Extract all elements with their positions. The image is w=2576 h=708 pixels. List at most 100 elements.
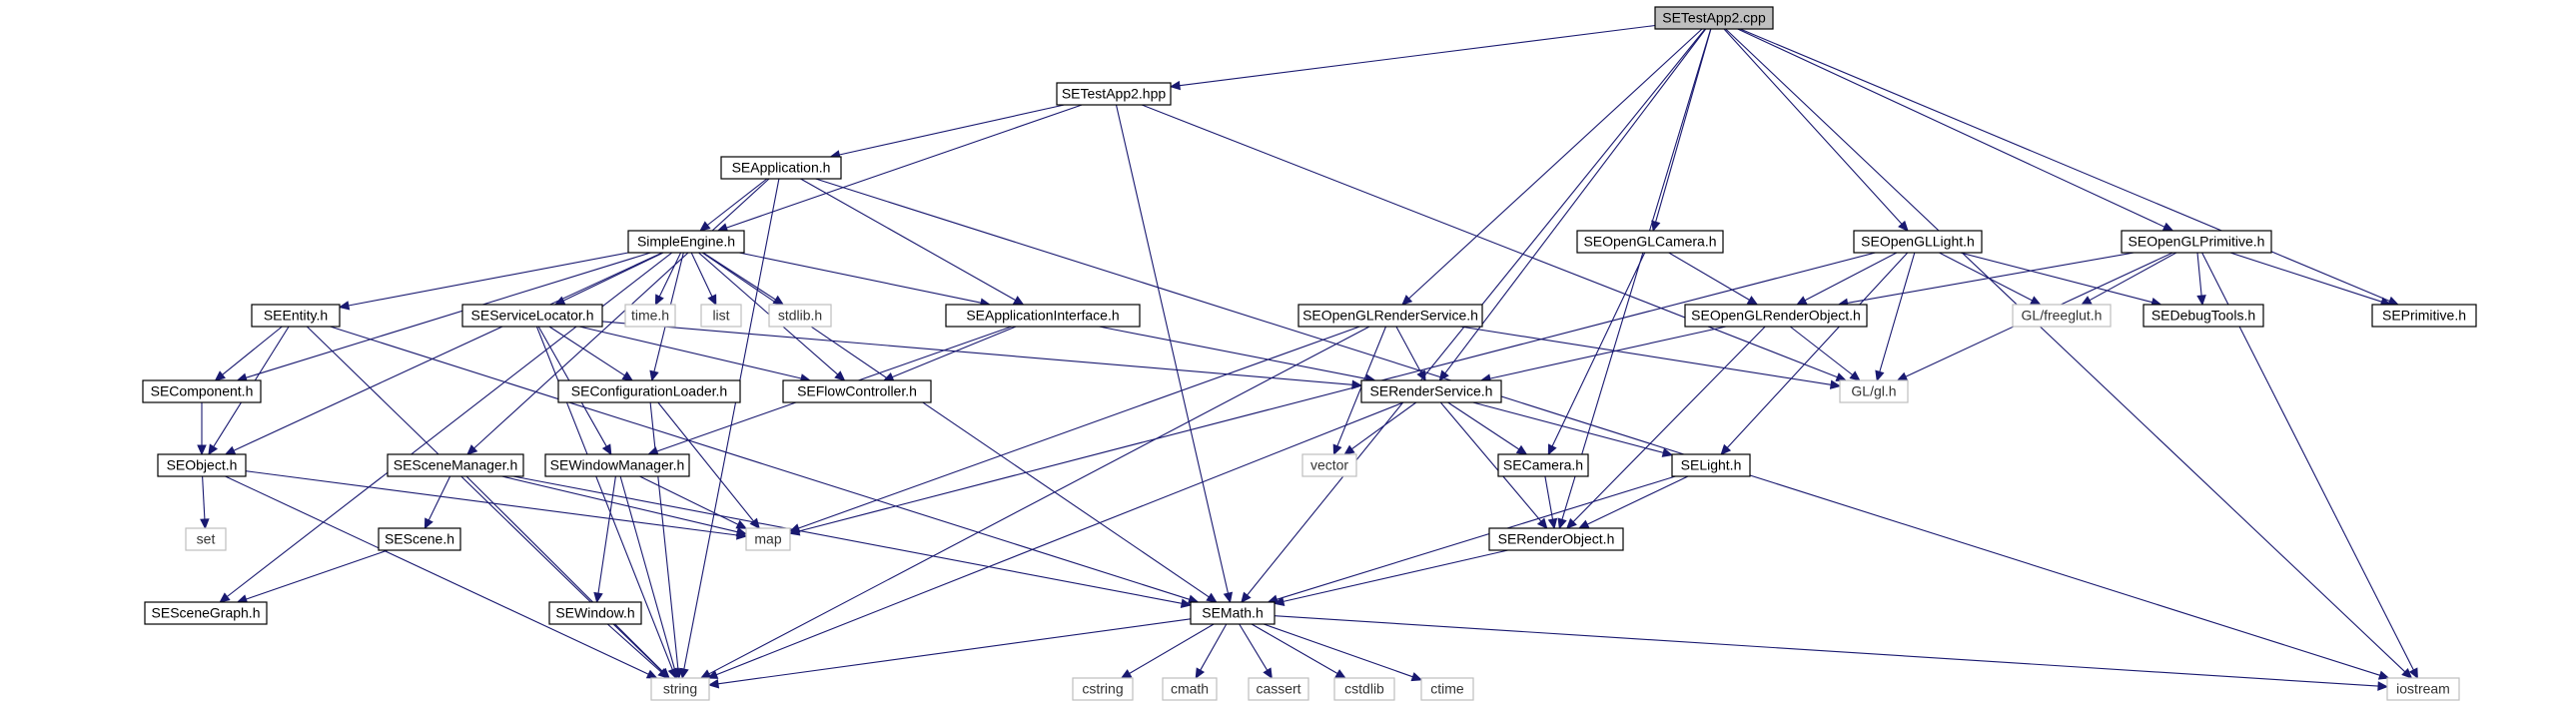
node-list: list xyxy=(700,304,742,328)
node-box xyxy=(1488,527,1624,551)
node-label: GL/freeglut.h xyxy=(2022,308,2103,324)
edge-seservicelocator-h-to-string xyxy=(535,326,677,680)
edge-semath-h-to-iostream xyxy=(1274,615,2389,691)
node-setestapp2-cpp[interactable]: SETestApp2.cpp xyxy=(1654,6,1774,30)
node-cmath: cmath xyxy=(1162,677,1218,701)
edge-arrowhead xyxy=(1180,598,1193,608)
node-sescenegraph-h[interactable]: SESceneGraph.h xyxy=(144,601,268,625)
edge-seapplication-h-to-simpleengine-h xyxy=(699,178,768,232)
edge-secamera-h-to-serenderobject-h xyxy=(1544,475,1558,530)
node-serenderservice-h[interactable]: SERenderService.h xyxy=(1360,379,1502,403)
edge-setestapp2-hpp-to-gl-gl-h xyxy=(1141,104,1848,381)
edge-line xyxy=(1277,475,1676,600)
node-box xyxy=(461,304,603,328)
edge-serenderobject-h-to-semath-h xyxy=(1273,549,1508,606)
node-box xyxy=(1360,379,1502,403)
edge-simpleengine-h-to-time-h xyxy=(654,252,682,307)
edge-line xyxy=(1395,326,1422,373)
node-sescene-h[interactable]: SEScene.h xyxy=(378,527,461,551)
edge-seopenglcamera-h-to-secamera-h xyxy=(1547,252,1646,456)
node-sewindowmanager-h[interactable]: SEWindowManager.h xyxy=(544,453,690,477)
node-selight-h[interactable]: SELight.h xyxy=(1671,453,1751,477)
node-seflowcontroller-h[interactable]: SEFlowController.h xyxy=(782,379,932,403)
node-seapplication-h[interactable]: SEApplication.h xyxy=(720,156,842,180)
node-seopenglcamera-h[interactable]: SEOpenGLCamera.h xyxy=(1576,230,1724,254)
node-box xyxy=(1853,230,1983,254)
edge-seopenglrenderservice-h-to-gl-gl-h xyxy=(1460,326,1842,389)
node-label: SESceneGraph.h xyxy=(152,605,261,621)
node-seopenglrenderobject-h[interactable]: SEOpenGLRenderObject.h xyxy=(1684,304,1868,328)
node-box xyxy=(720,156,842,180)
edge-line xyxy=(726,104,1083,229)
node-ctime: ctime xyxy=(1420,677,1474,701)
node-sescenemanager-h[interactable]: SESceneManager.h xyxy=(387,453,524,477)
edge-line xyxy=(225,475,649,675)
node-sedebugtools-h[interactable]: SEDebugTools.h xyxy=(2143,304,2264,328)
edge-arrowhead xyxy=(1401,295,1413,306)
node-box xyxy=(557,379,741,403)
edges-layer xyxy=(197,24,2418,691)
edge-sewindowmanager-h-to-map xyxy=(639,475,748,529)
edge-sewindowmanager-h-to-string xyxy=(619,475,679,680)
node-box xyxy=(2386,677,2460,701)
node-label: SEApplicationInterface.h xyxy=(966,308,1119,324)
node-serenderobject-h[interactable]: SERenderObject.h xyxy=(1488,527,1624,551)
edge-serenderservice-h-to-secamera-h xyxy=(1447,401,1528,455)
node-iostream: iostream xyxy=(2386,677,2460,701)
node-secomponent-h[interactable]: SEComponent.h xyxy=(142,379,262,403)
node-seapplicationinterface-h[interactable]: SEApplicationInterface.h xyxy=(945,304,1141,328)
node-seopengllight-h[interactable]: SEOpenGLLight.h xyxy=(1853,230,1983,254)
edge-line xyxy=(1115,104,1230,594)
edge-line xyxy=(800,178,1016,302)
node-label: SEScene.h xyxy=(385,531,454,547)
edge-line xyxy=(501,475,738,533)
node-box xyxy=(1333,677,1395,701)
node-semath-h[interactable]: SEMath.h xyxy=(1190,601,1276,625)
edge-arrowhead xyxy=(1343,444,1355,455)
node-simpleengine-h[interactable]: SimpleEngine.h xyxy=(627,230,745,254)
edge-arrowhead xyxy=(2377,681,2389,691)
node-seconfigurationloader-h[interactable]: SEConfigurationLoader.h xyxy=(557,379,741,403)
node-label: ctime xyxy=(1430,681,1464,697)
edge-simpleengine-h-to-list xyxy=(690,252,717,307)
node-box xyxy=(2121,230,2272,254)
node-label: SEOpenGLLight.h xyxy=(1861,234,1975,250)
node-seprimitive-h[interactable]: SEPrimitive.h xyxy=(2371,304,2477,328)
edge-line xyxy=(1804,252,1898,302)
edge-arrowhead xyxy=(1829,379,1842,389)
edge-line xyxy=(1847,252,2135,304)
node-sewindow-h[interactable]: SEWindow.h xyxy=(548,601,642,625)
edge-seservicelocator-h-to-seflowcontroller-h xyxy=(578,326,812,383)
node-box xyxy=(650,677,710,701)
edge-line xyxy=(1723,28,1903,225)
node-label: SEApplication.h xyxy=(732,160,831,176)
edge-line xyxy=(1351,401,1417,450)
node-box xyxy=(1072,677,1134,701)
node-secamera-h[interactable]: SECamera.h xyxy=(1497,453,1589,477)
node-setestapp2-hpp[interactable]: SETestApp2.hpp xyxy=(1056,82,1172,106)
edge-arrowhead xyxy=(749,517,760,529)
node-stdlib-h: stdlib.h xyxy=(768,304,832,328)
edge-line xyxy=(1439,401,1542,522)
edge-line xyxy=(1460,326,1832,385)
node-label: SEEntity.h xyxy=(264,308,328,324)
node-seopenglrenderservice-h[interactable]: SEOpenGLRenderService.h xyxy=(1297,304,1483,328)
node-seentity-h[interactable]: SEEntity.h xyxy=(251,304,341,328)
edge-line xyxy=(892,326,1017,378)
edge-line xyxy=(246,549,389,600)
node-seservicelocator-h[interactable]: SEServiceLocator.h xyxy=(461,304,603,328)
edge-seentity-h-to-secomponent-h xyxy=(214,326,283,381)
edge-arrowhead xyxy=(1169,80,1181,91)
node-seobject-h[interactable]: SEObject.h xyxy=(157,453,247,477)
node-seopenglprimitive-h[interactable]: SEOpenGLPrimitive.h xyxy=(2121,230,2272,254)
edge-seopenglrenderservice-h-to-map xyxy=(788,326,1360,533)
edge-secomponent-h-to-seobject-h xyxy=(197,402,207,456)
node-box xyxy=(251,304,341,328)
edge-line xyxy=(1725,28,2406,673)
edge-seopenglprimitive-h-to-sedebugtools-h xyxy=(2196,252,2206,307)
node-cstring: cstring xyxy=(1072,677,1134,701)
node-label: SEObject.h xyxy=(167,457,238,473)
edge-line xyxy=(1655,28,1712,223)
node-label: time.h xyxy=(631,308,669,324)
edge-seapplication-h-to-sescenemanager-h xyxy=(466,178,770,455)
